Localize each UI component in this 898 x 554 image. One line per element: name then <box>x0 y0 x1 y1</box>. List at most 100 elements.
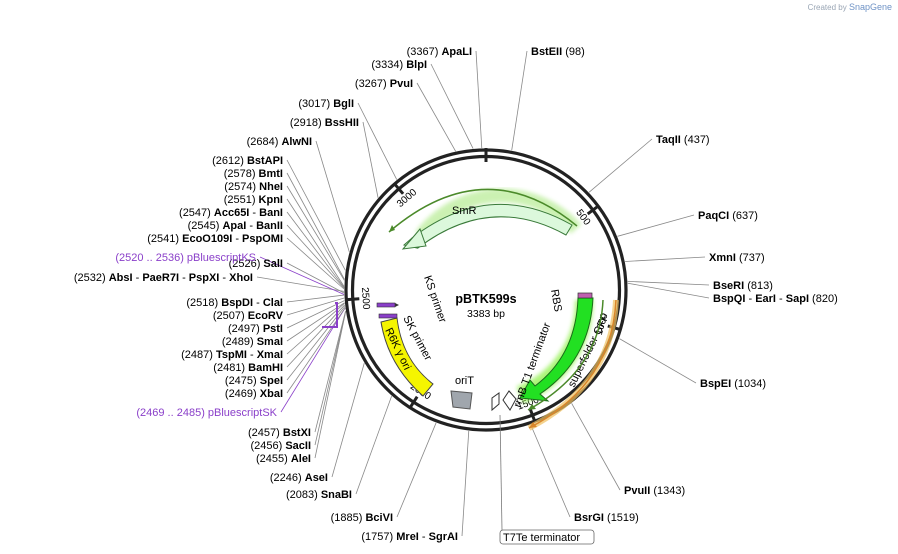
site-label: (2518) BspDI - ClaI <box>186 297 283 309</box>
plasmid-length: 3383 bp <box>467 308 505 320</box>
leader-line <box>530 424 571 518</box>
site-label: (1757) MreI - SgrAI <box>361 531 458 543</box>
leader-line <box>617 214 695 237</box>
site-label: BstEII (98) <box>531 46 585 58</box>
site-leader-lines <box>256 50 710 537</box>
terminator-symbols <box>491 390 517 412</box>
leader-line <box>627 280 710 286</box>
site-label: (2578) BmtI <box>224 168 283 180</box>
orit-feature: oriT <box>450 375 474 410</box>
leader-line <box>314 310 346 433</box>
leader-line <box>286 304 346 368</box>
svg-text:T7Te terminator: T7Te terminator <box>503 532 580 544</box>
site-label: (1885) BciVI <box>331 512 393 524</box>
leader-line <box>256 276 345 292</box>
site-label: (3334) BlpI <box>371 59 427 71</box>
tick-mark <box>345 297 360 302</box>
leader-line <box>286 172 345 280</box>
leader-line <box>259 256 345 295</box>
smr-feature: SmR <box>388 188 582 250</box>
site-label: (2489) SmaI <box>222 336 283 348</box>
leader-line <box>286 262 345 294</box>
leader-line <box>430 63 474 149</box>
leader-line <box>286 302 345 355</box>
leader-line <box>286 198 345 287</box>
site-label: XmnI (737) <box>709 252 765 264</box>
site-label: (2457) BstXI <box>248 427 311 439</box>
tick-mark <box>528 408 537 423</box>
site-label: (3017) BglI <box>298 98 354 110</box>
site-label: (2526) SalI <box>229 258 283 270</box>
site-label: (3367) ApaLI <box>407 46 472 58</box>
leader-line <box>286 159 346 271</box>
leader-line <box>627 282 710 299</box>
site-label: TaqII (437) <box>656 134 710 146</box>
leader-line <box>475 50 483 149</box>
rbs-label: RBS <box>548 288 564 312</box>
tick-label: 2500 <box>359 287 372 310</box>
site-label: (2487) TspMI - XmaI <box>181 349 283 361</box>
tick-mark <box>408 395 419 410</box>
site-label: (2612) BstAPI <box>212 155 283 167</box>
leader-line <box>286 211 345 288</box>
site-label: BsrGI (1519) <box>574 512 639 524</box>
site-label: (2574) NheI <box>224 181 283 193</box>
leader-line <box>396 422 437 518</box>
leader-line <box>286 307 346 394</box>
leader-line <box>416 82 456 152</box>
site-label: BspEI (1034) <box>700 378 766 390</box>
orit-label: oriT <box>455 375 474 387</box>
site-label: PvuII (1343) <box>624 485 685 497</box>
leader-line <box>362 121 379 198</box>
plasmid-name: pBTK599s <box>455 292 516 306</box>
leader-line <box>286 224 345 289</box>
leader-line <box>461 430 470 537</box>
site-label: (2551) KpnI <box>224 194 283 206</box>
site-label: (2083) SnaBI <box>286 489 352 501</box>
site-label: (2507) EcoRV <box>213 310 284 322</box>
site-label: (2456) SacII <box>250 440 311 452</box>
site-label: (2545) ApaI - BanII <box>188 220 283 232</box>
site-label: (2684) AlwNI <box>247 136 312 148</box>
leader-line <box>625 256 706 262</box>
site-label: BseRI (813) <box>713 280 773 292</box>
site-label: (2481) BamHI <box>213 362 283 374</box>
t7te-terminator-label: T7Te terminator <box>499 414 595 545</box>
leader-line <box>286 302 345 342</box>
site-label: PaqCI (637) <box>698 210 758 222</box>
leader-line <box>286 185 345 281</box>
leader-line <box>331 363 365 478</box>
primer-features: KS primer SK primer <box>376 274 449 363</box>
leader-line <box>588 138 653 193</box>
site-label: (2469 .. 2485) pBluescriptSK <box>136 407 277 419</box>
site-label: (2520 .. 2536) pBluescriptKS <box>115 252 256 264</box>
site-label: (2475) SpeI <box>225 375 283 387</box>
leader-line <box>314 311 347 459</box>
smr-label: SmR <box>452 205 477 217</box>
tick-mark <box>392 182 405 195</box>
leader-line <box>280 307 346 413</box>
site-label: (2497) PstI <box>228 323 283 335</box>
site-label: (2532) AbsI - PaeR7I - PspXI - XhoI <box>74 272 253 284</box>
snapgene-watermark: Created by SnapGene <box>807 2 892 12</box>
leader-line <box>619 338 697 384</box>
leader-line <box>357 102 398 180</box>
site-label: (2246) AseI <box>270 472 328 484</box>
site-label: (3267) PvuI <box>355 78 413 90</box>
ks-primer-label: KS primer <box>421 274 448 324</box>
leader-line <box>314 311 347 446</box>
mcs-marks <box>322 302 338 328</box>
rbs-marker <box>577 292 593 299</box>
leader-line <box>571 403 621 491</box>
site-label: (2918) BssHII <box>290 117 359 129</box>
site-label: BspQI - EarI - SapI (820) <box>713 293 838 305</box>
leader-line <box>511 50 528 151</box>
site-label: (2469) XbaI <box>225 388 283 400</box>
leader-line <box>315 140 350 252</box>
tick-mark <box>586 204 600 216</box>
site-labels: BstEII (98) TaqII (437) PaqCI (637) XmnI (7… <box>74 46 838 543</box>
leader-line <box>286 300 345 329</box>
leader-line <box>286 306 346 381</box>
site-label: (2541) EcoO109I - PspOMI <box>147 233 283 245</box>
